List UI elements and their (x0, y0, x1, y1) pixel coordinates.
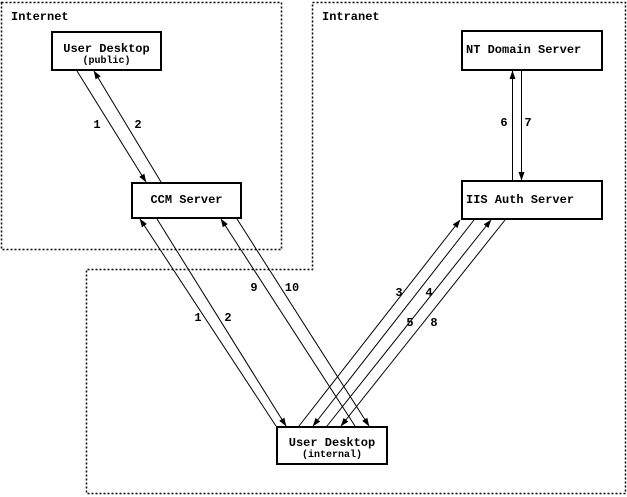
flow-line-2-ccm-to-internal-desktop (156, 218, 287, 427)
node-user-desktop-internal: User Desktop (internal) (276, 426, 388, 465)
step-label-2-internal: 2 (224, 311, 232, 325)
step-label-7: 7 (524, 116, 532, 130)
flow-line-3-internal-desktop-to-iis (298, 219, 461, 427)
step-label-8: 8 (430, 316, 438, 330)
node-ccm-server: CCM Server (131, 182, 242, 219)
node-iis-auth-server: IIS Auth Server (461, 180, 603, 220)
step-label-10: 10 (284, 281, 300, 295)
flow-line-2-ccm-to-public-desktop (93, 70, 162, 183)
step-label-4: 4 (425, 286, 433, 300)
flow-line-1-internal-desktop-to-ccm (139, 218, 277, 427)
step-label-5: 5 (406, 316, 414, 330)
flow-line-4-iis-to-internal-desktop (312, 219, 475, 427)
node-subtitle: (internal) (301, 450, 362, 461)
internet-zone-label: Internet (11, 10, 69, 24)
node-title: IIS Auth Server (466, 192, 575, 207)
node-nt-domain-server: NT Domain Server (461, 30, 603, 71)
node-title: User Desktop (63, 41, 150, 56)
internet-zone-border (0, 1, 283, 251)
step-label-1-internal: 1 (194, 311, 202, 325)
step-label-6: 6 (500, 116, 508, 130)
step-label-2-public: 2 (134, 118, 142, 132)
node-title: CCM Server (150, 193, 223, 207)
step-label-1-public: 1 (93, 118, 101, 132)
node-title: User Desktop (288, 436, 376, 450)
flow-line-1-public-desktop-to-ccm (76, 70, 147, 183)
node-subtitle: (public) (82, 55, 131, 67)
flow-line-10-ccm-to-internal-desktop (236, 218, 370, 427)
node-user-desktop-public: User Desktop (public) (51, 31, 162, 71)
intranet-zone-label: Intranet (322, 10, 380, 24)
flow-line-5-internal-desktop-to-iis (326, 219, 492, 427)
flow-line-9-internal-desktop-to-ccm (220, 218, 356, 427)
intranet-zone-border (85, 1, 627, 495)
step-label-9: 9 (250, 281, 258, 295)
step-label-3: 3 (395, 286, 403, 300)
flow-line-8-iis-to-internal-desktop (340, 219, 506, 427)
node-title: NT Domain Server (466, 43, 582, 57)
